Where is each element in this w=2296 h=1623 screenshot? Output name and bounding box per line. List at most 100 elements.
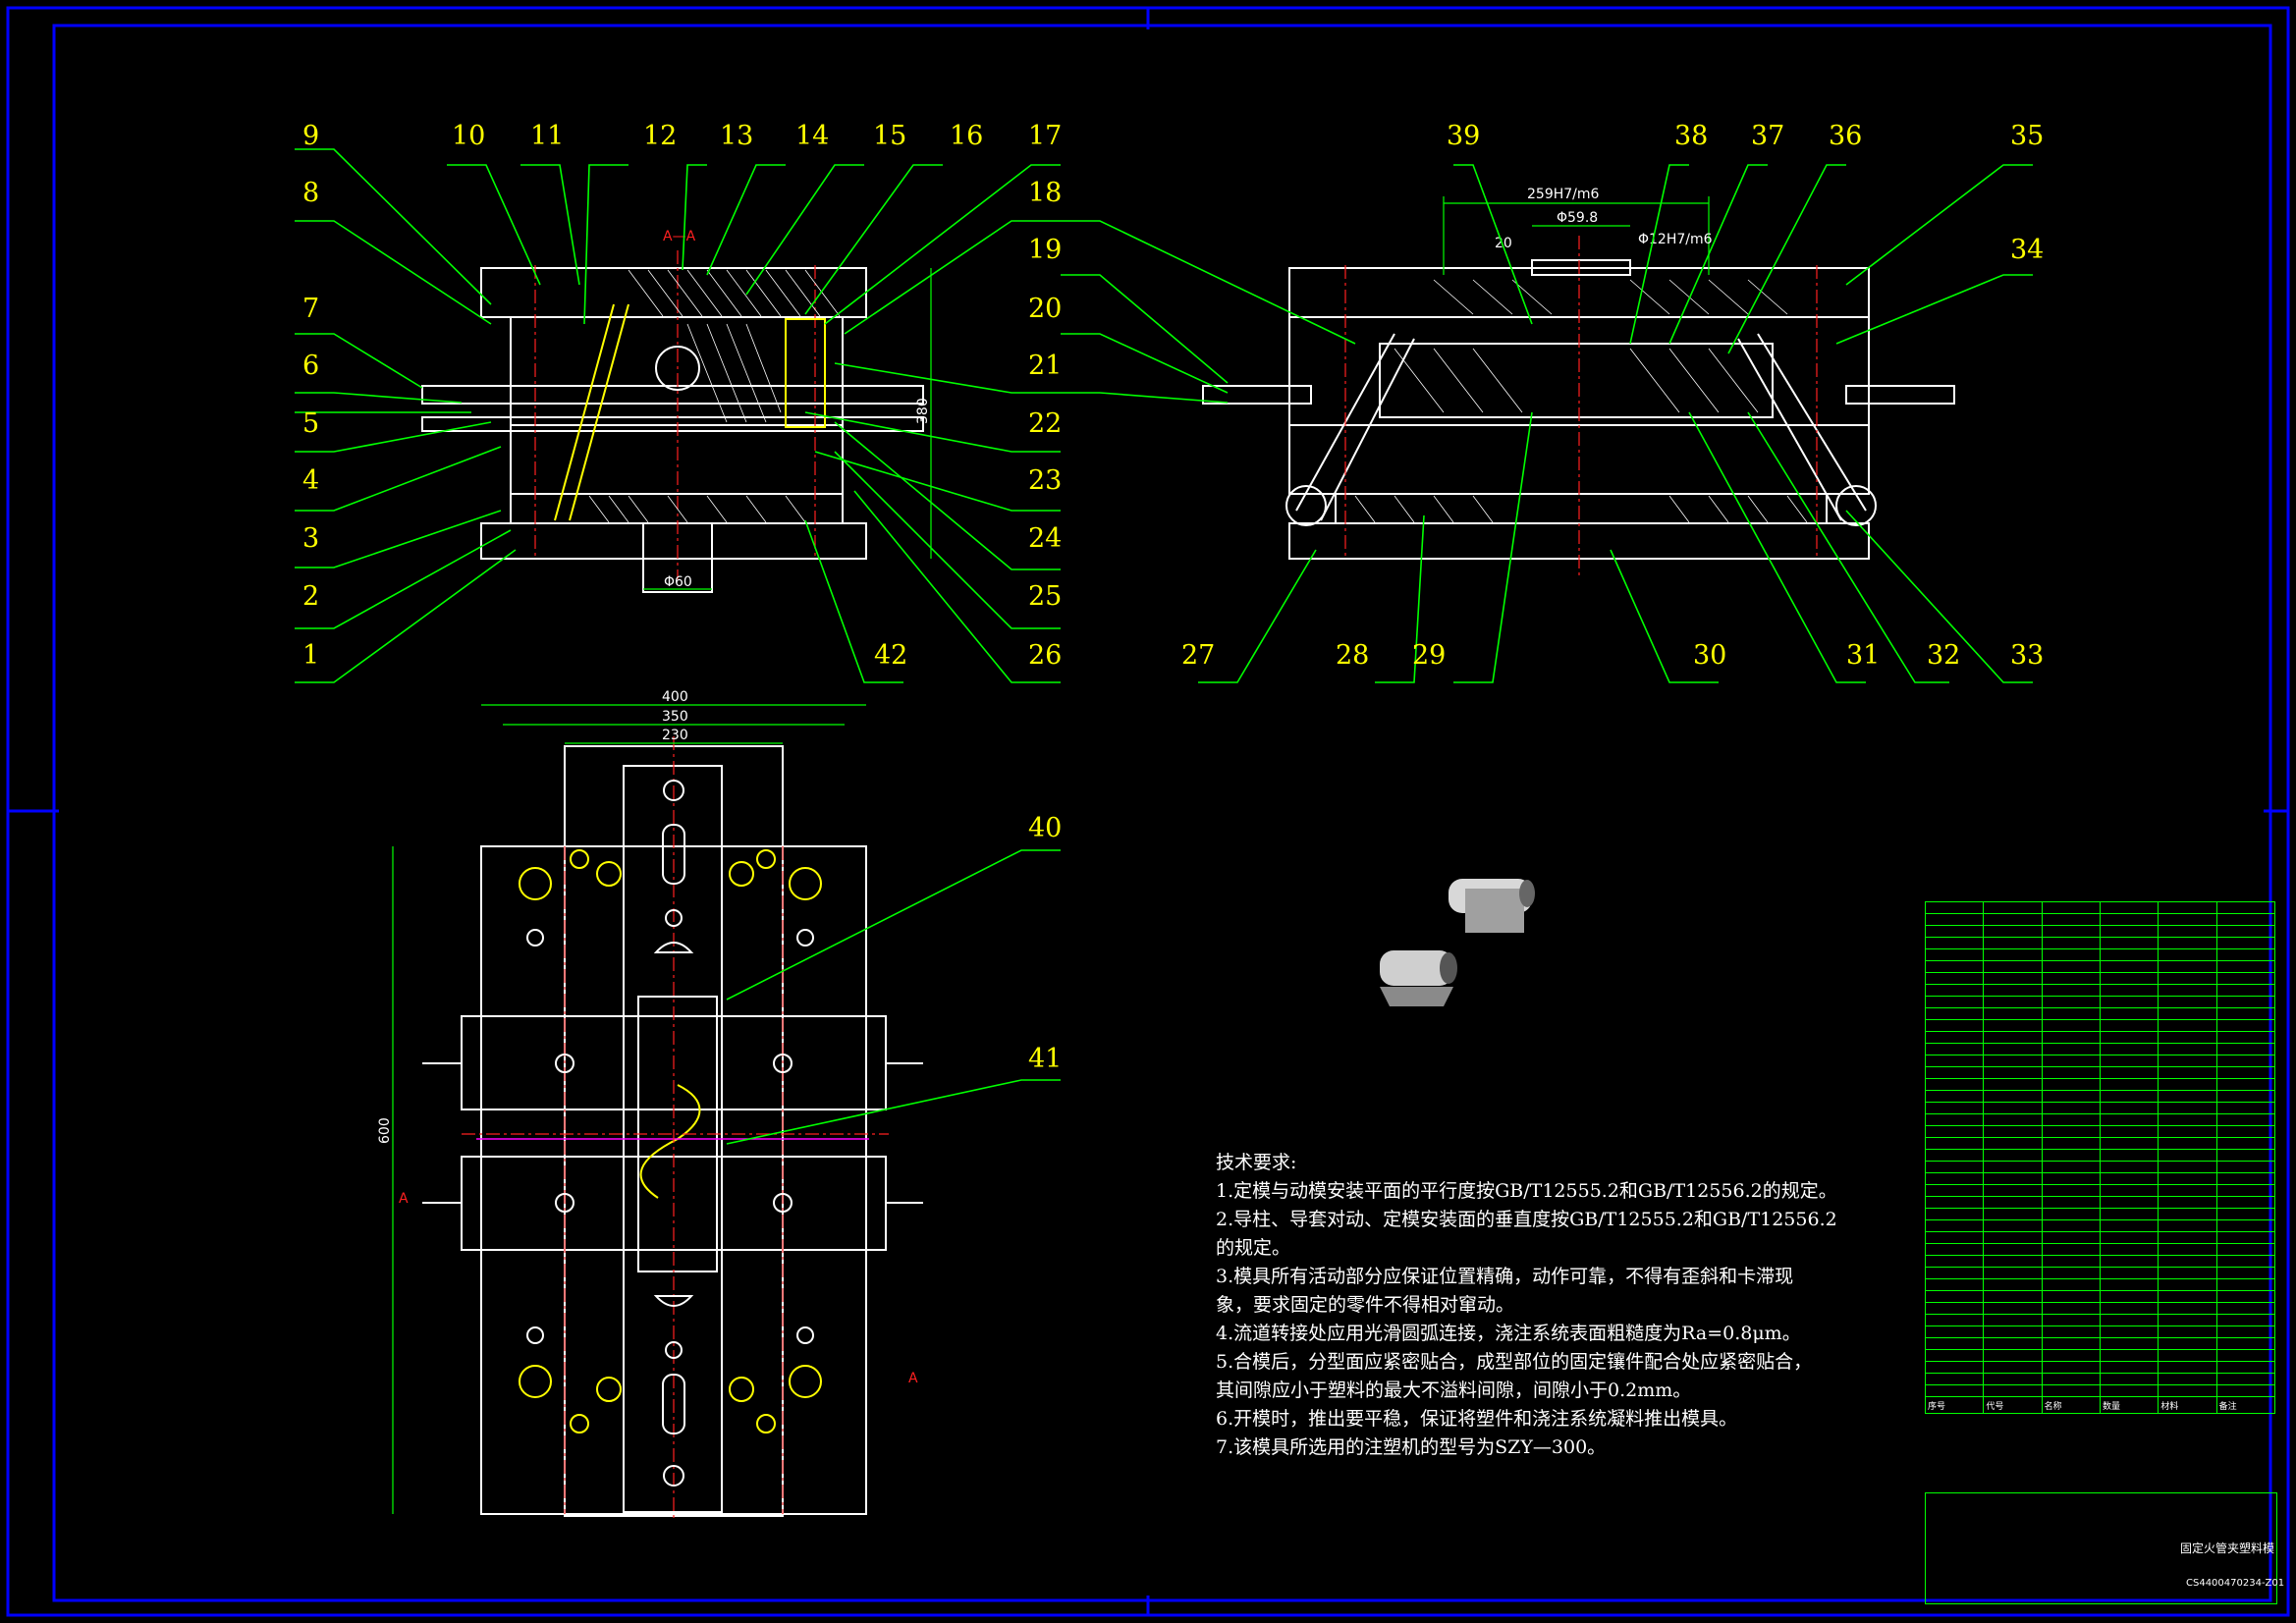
bom-cell bbox=[2099, 937, 2159, 949]
bom-cell bbox=[2099, 1349, 2159, 1362]
bom-cell bbox=[2158, 937, 2217, 949]
label-29: 29 bbox=[1412, 640, 1446, 671]
label-23: 23 bbox=[1028, 465, 1062, 496]
bom-cell bbox=[2158, 1278, 2217, 1291]
bom-cell bbox=[2215, 937, 2276, 949]
bom-cell bbox=[2099, 901, 2159, 914]
bom-cell bbox=[2158, 1172, 2217, 1185]
bom-cell bbox=[2158, 1325, 2217, 1338]
bom-cell bbox=[1983, 1290, 2043, 1303]
bom-cell bbox=[2099, 984, 2159, 997]
bom-row bbox=[1924, 1078, 2276, 1091]
bom-cell bbox=[2041, 1219, 2101, 1232]
dim-259: 259H7/m6 bbox=[1527, 187, 1600, 202]
bom-row bbox=[1924, 901, 2276, 914]
bom-cell bbox=[2041, 1267, 2101, 1279]
bom-row bbox=[1924, 1184, 2276, 1197]
bom-cell bbox=[2215, 1055, 2276, 1067]
label-31: 31 bbox=[1846, 640, 1880, 671]
bom-cell bbox=[2158, 1125, 2217, 1138]
bom-cell bbox=[2158, 1255, 2217, 1268]
bom-cell bbox=[1924, 1349, 1985, 1362]
label-10: 10 bbox=[452, 121, 485, 151]
bom-cell bbox=[2041, 1361, 2101, 1374]
bom-row bbox=[1924, 1349, 2276, 1362]
bom-row bbox=[1924, 913, 2276, 926]
bom-cell bbox=[2215, 1255, 2276, 1268]
bom-row bbox=[1924, 1208, 2276, 1220]
bom-cell bbox=[2099, 1314, 2159, 1326]
bom-cell bbox=[2099, 1243, 2159, 1256]
bom-cell bbox=[2158, 925, 2217, 938]
bom-cell bbox=[1983, 996, 2043, 1008]
bom-cell bbox=[1924, 1243, 1985, 1256]
label-17: 17 bbox=[1028, 121, 1062, 151]
label-19: 19 bbox=[1028, 235, 1062, 265]
label-37: 37 bbox=[1751, 121, 1784, 151]
bom-cell bbox=[2099, 1031, 2159, 1044]
bom-header-row: 序号代号名称数量材料备注 bbox=[1924, 1396, 2276, 1414]
bom-cell bbox=[2215, 1019, 2276, 1032]
bom-cell bbox=[2099, 948, 2159, 961]
bom-cell bbox=[2041, 1172, 2101, 1185]
bom-cell bbox=[2158, 1102, 2217, 1114]
leaders-right bbox=[1061, 164, 2033, 683]
bom-cell bbox=[1924, 1219, 1985, 1232]
bom-row bbox=[1924, 1231, 2276, 1244]
bom-cell bbox=[1924, 1384, 1985, 1397]
bom-cell bbox=[2215, 1302, 2276, 1315]
bom-cell bbox=[1924, 1031, 1985, 1044]
bom-cell bbox=[2041, 1325, 2101, 1338]
note-line: 其间隙应小于塑料的最大不溢料间隙，间隙小于0.2mm。 bbox=[1216, 1380, 1692, 1401]
bom-row bbox=[1924, 925, 2276, 938]
bom-row bbox=[1924, 1007, 2276, 1020]
bom-cell bbox=[1983, 1090, 2043, 1103]
bom-header-cell: 名称 bbox=[2041, 1396, 2101, 1414]
bom-cell bbox=[2215, 960, 2276, 973]
bom-row bbox=[1924, 984, 2276, 997]
label-40: 40 bbox=[1028, 813, 1062, 843]
bom-cell bbox=[1983, 1055, 2043, 1067]
bom-cell bbox=[2041, 1031, 2101, 1044]
bom-cell bbox=[1924, 1172, 1985, 1185]
label-32: 32 bbox=[1927, 640, 1960, 671]
bom-cell bbox=[2099, 1019, 2159, 1032]
bom-row bbox=[1924, 960, 2276, 973]
bom-cell bbox=[2158, 901, 2217, 914]
bom-cell bbox=[1924, 1113, 1985, 1126]
bom-cell bbox=[1924, 948, 1985, 961]
bom-row bbox=[1924, 1290, 2276, 1303]
label-34: 34 bbox=[2010, 235, 2044, 265]
dim-dia-59: Φ59.8 bbox=[1557, 210, 1598, 226]
bom-cell bbox=[2215, 925, 2276, 938]
bom-row bbox=[1924, 1373, 2276, 1385]
drawing-code: CS4400470234-Z01 bbox=[2186, 1578, 2285, 1589]
bom-cell bbox=[1983, 948, 2043, 961]
bom-row bbox=[1924, 972, 2276, 985]
bom-cell bbox=[2099, 1137, 2159, 1150]
label-28: 28 bbox=[1336, 640, 1369, 671]
bom-cell bbox=[1983, 1219, 2043, 1232]
bom-cell bbox=[2158, 1090, 2217, 1103]
bom-cell bbox=[2158, 960, 2217, 973]
bom-row bbox=[1924, 1243, 2276, 1256]
note-line: 3.模具所有活动部分应保证位置精确，动作可靠，不得有歪斜和卡滞现 bbox=[1216, 1266, 1794, 1287]
bom-cell bbox=[2041, 1373, 2101, 1385]
bom-row bbox=[1924, 1125, 2276, 1138]
bom-cell bbox=[1924, 901, 1985, 914]
bom-header-cell: 序号 bbox=[1924, 1396, 1985, 1414]
bom-cell bbox=[2041, 1019, 2101, 1032]
bom-cell bbox=[2041, 1055, 2101, 1067]
label-41: 41 bbox=[1028, 1044, 1062, 1074]
bom-cell bbox=[2099, 1337, 2159, 1350]
bom-cell bbox=[2215, 1337, 2276, 1350]
bom-cell bbox=[2099, 913, 2159, 926]
bom-header-cell: 数量 bbox=[2099, 1396, 2159, 1414]
bom-cell bbox=[2215, 972, 2276, 985]
label-25: 25 bbox=[1028, 581, 1062, 612]
bom-cell bbox=[2158, 1137, 2217, 1150]
dim-230: 230 bbox=[662, 728, 688, 743]
bom-cell bbox=[1983, 1278, 2043, 1291]
bom-cell bbox=[2215, 1184, 2276, 1197]
bom-cell bbox=[2099, 1055, 2159, 1067]
